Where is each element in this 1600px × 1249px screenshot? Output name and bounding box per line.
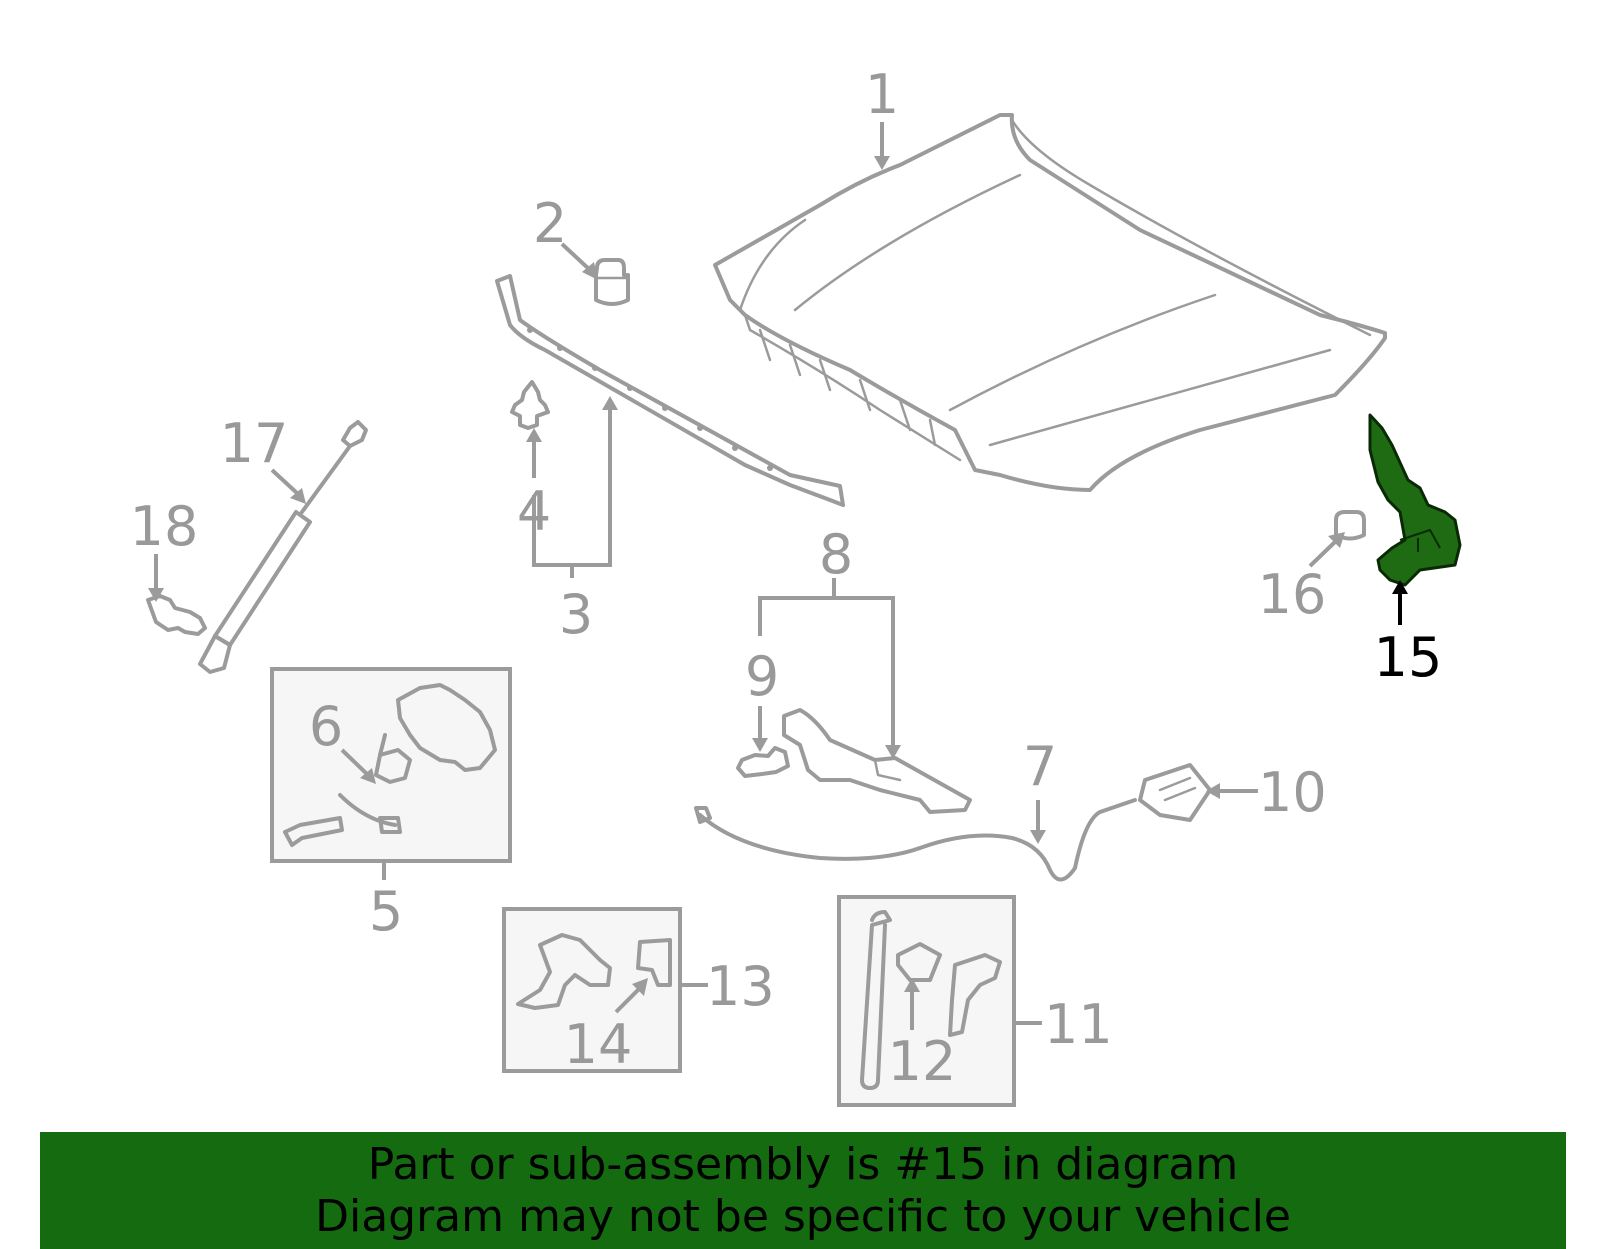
callout-5: 5	[369, 880, 403, 943]
callout-18: 18	[130, 495, 199, 558]
callout-17: 17	[220, 412, 289, 475]
gas-strut-part-17[interactable]	[198, 420, 368, 674]
callout-11: 11	[1044, 993, 1113, 1056]
leader-15	[1392, 580, 1408, 625]
release-handle-part-10[interactable]	[1138, 763, 1212, 822]
hood-hinge-part-15[interactable]	[1368, 413, 1462, 587]
callout-12: 12	[888, 1030, 957, 1093]
release-cable-part-7[interactable]	[694, 798, 1137, 882]
bolt-part-9[interactable]	[736, 746, 790, 778]
clip-part-2[interactable]	[594, 258, 630, 306]
callout-14: 14	[564, 1013, 633, 1076]
cap-part-16[interactable]	[1334, 510, 1366, 541]
support-bracket-part-8[interactable]	[782, 708, 972, 814]
support-rod-box-11[interactable]	[837, 895, 1016, 1107]
diagram-canvas: 1 2 3 4 5 6 7 8 9 10 11 12 13 14 15 16 1…	[130, 63, 1462, 1107]
seal-strip-part-3[interactable]	[495, 274, 845, 507]
lock-assembly-box-5[interactable]	[270, 667, 512, 863]
info-banner: Part or sub-assembly is #15 in diagram D…	[40, 1132, 1566, 1249]
callout-4: 4	[517, 480, 551, 543]
push-clip-part-4[interactable]	[510, 380, 550, 430]
leader-lines	[148, 122, 1345, 1030]
callout-9: 9	[745, 645, 779, 708]
callout-8: 8	[819, 523, 853, 586]
callout-1: 1	[865, 63, 899, 126]
banner-line-2: Diagram may not be specific to your vehi…	[315, 1190, 1291, 1242]
striker-assembly-box-13[interactable]	[502, 907, 682, 1073]
callout-3: 3	[559, 583, 593, 646]
callout-6: 6	[309, 695, 343, 758]
banner-line-1: Part or sub-assembly is #15 in diagram	[367, 1138, 1239, 1190]
callout-10: 10	[1258, 761, 1327, 824]
callout-7: 7	[1023, 735, 1057, 798]
callout-labels: 1 2 3 4 5 6 7 8 9 10 11 12 13 14 15 16 1…	[130, 63, 1443, 1093]
callout-16: 16	[1258, 563, 1327, 626]
callout-2: 2	[533, 192, 567, 255]
callout-13: 13	[706, 955, 775, 1018]
bolt-part-18[interactable]	[146, 594, 207, 636]
hood-part-1[interactable]	[713, 113, 1387, 492]
callout-15: 15	[1374, 626, 1443, 689]
